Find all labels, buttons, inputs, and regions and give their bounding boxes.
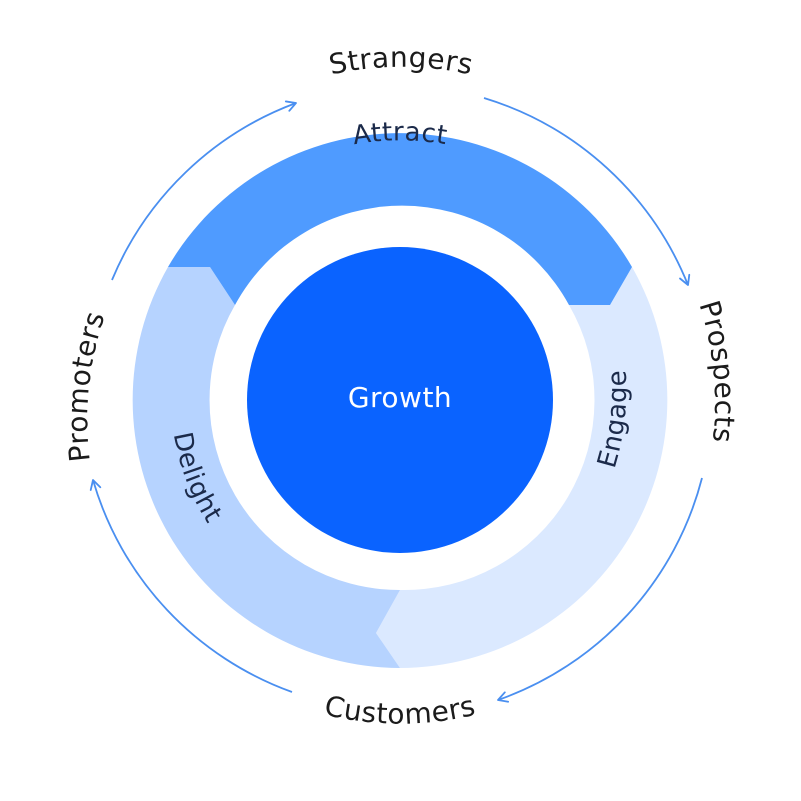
promoters-label: Promoters	[61, 307, 112, 463]
customers-label: Customers	[322, 689, 479, 731]
arrow-strangers-to-prospects	[483, 97, 691, 286]
arrow-prospects-to-customers	[497, 477, 703, 703]
growth-core	[247, 247, 553, 553]
cycle-arrows	[89, 97, 703, 703]
prospects-label: Prospects	[693, 297, 742, 445]
strangers-label: Strangers	[326, 41, 476, 82]
engage-segment	[376, 267, 668, 668]
attract-label: Attract	[351, 117, 450, 151]
attract-segment	[168, 133, 632, 305]
growth-label: Growth	[348, 381, 452, 414]
arrow-customers-to-promoters	[89, 479, 293, 693]
arrow-promoters-to-strangers	[111, 100, 297, 281]
phase-ring	[132, 133, 668, 668]
delight-segment	[132, 267, 401, 668]
